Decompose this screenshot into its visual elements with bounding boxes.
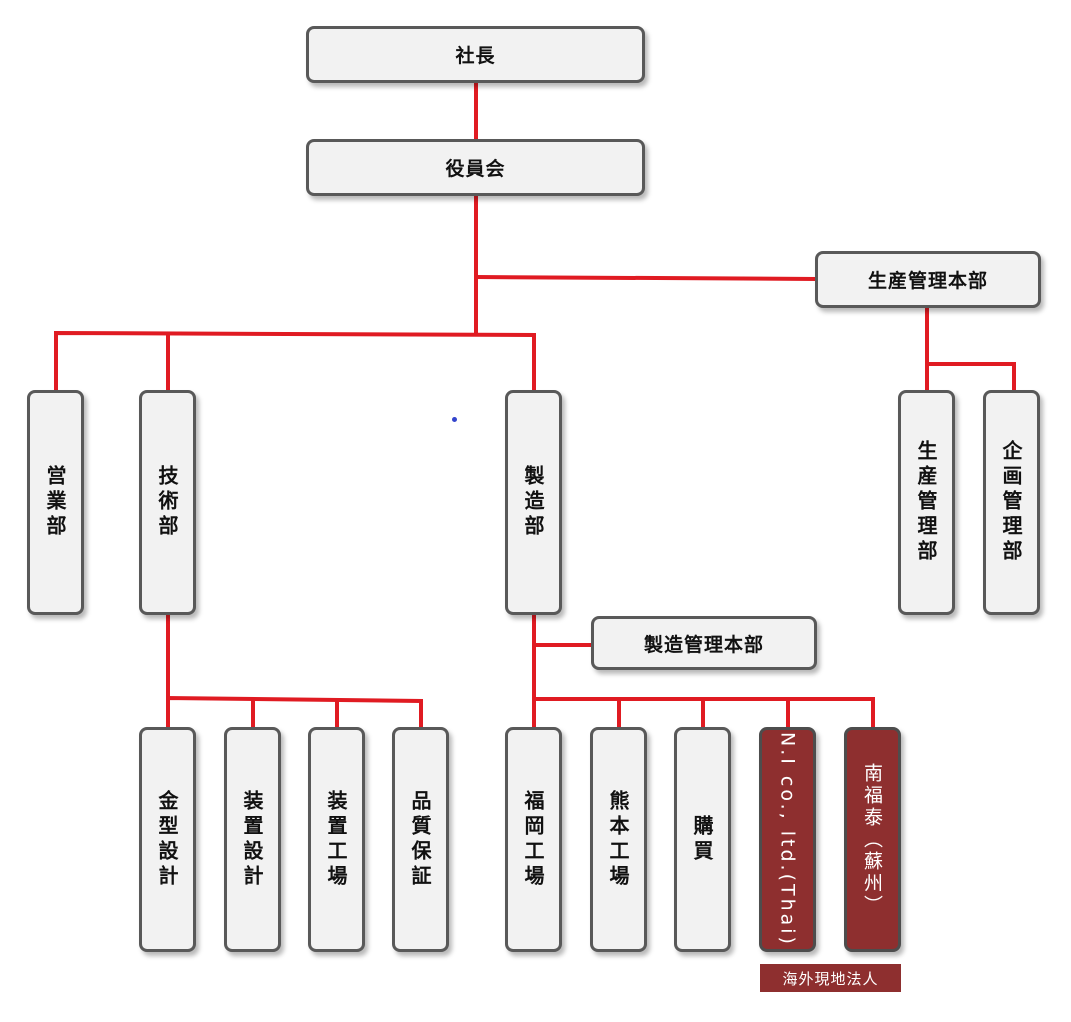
thai-company-label: N.I co., ltd.(Thai): [776, 732, 799, 947]
equipment-design-box: 装置設計: [224, 727, 281, 952]
kumamoto-factory-label: 熊本工場: [606, 789, 630, 890]
connector-engineering-units: [166, 695, 423, 728]
production-control-box: 生産管理部: [898, 390, 955, 615]
manufacturing-label: 製造部: [521, 465, 545, 540]
president-label: 社長: [455, 45, 496, 67]
sales-box: 営業部: [27, 390, 84, 615]
equipment-factory-box: 装置工場: [308, 727, 365, 952]
president-box: 社長: [306, 26, 645, 83]
equipment-factory-label: 装置工場: [324, 789, 348, 890]
connector-production-hq-down: [925, 307, 1016, 391]
sales-label: 営業部: [43, 465, 67, 540]
suzhou-company-label: 南福泰（蘇州）: [861, 762, 883, 917]
connector-departments: [54, 330, 536, 391]
connector-production-hq: [475, 275, 818, 281]
engineering-box: 技術部: [139, 390, 196, 615]
engineering-label: 技術部: [155, 465, 179, 540]
purchasing-box: 購買: [674, 727, 731, 952]
manufacturing-hq-label: 製造管理本部: [643, 633, 764, 656]
quality-assurance-label: 品質保証: [408, 789, 432, 890]
planning-label: 企画管理部: [999, 440, 1023, 565]
equipment-design-label: 装置設計: [240, 789, 264, 890]
mold-design-label: 金型設計: [155, 789, 179, 890]
mold-design-box: 金型設計: [139, 727, 196, 952]
production-hq-label: 生産管理本部: [867, 270, 988, 292]
board-label: 役員会: [445, 158, 506, 180]
manufacturing-box: 製造部: [505, 390, 562, 615]
board-box: 役員会: [306, 139, 645, 196]
suzhou-company-box: 南福泰（蘇州）: [844, 727, 901, 952]
thai-company-box: N.I co., ltd.(Thai): [759, 727, 816, 952]
stray-dot: [452, 417, 457, 422]
production-control-label: 生産管理部: [914, 440, 938, 565]
fukuoka-factory-label: 福岡工場: [521, 789, 545, 890]
production-hq-box: 生産管理本部: [815, 251, 1041, 308]
quality-assurance-box: 品質保証: [392, 727, 449, 952]
fukuoka-factory-box: 福岡工場: [505, 727, 562, 952]
kumamoto-factory-box: 熊本工場: [590, 727, 647, 952]
purchasing-label: 購買: [690, 814, 714, 865]
manufacturing-hq-box: 製造管理本部: [591, 616, 817, 670]
overseas-label: 海外現地法人: [760, 964, 901, 992]
planning-box: 企画管理部: [983, 390, 1040, 615]
